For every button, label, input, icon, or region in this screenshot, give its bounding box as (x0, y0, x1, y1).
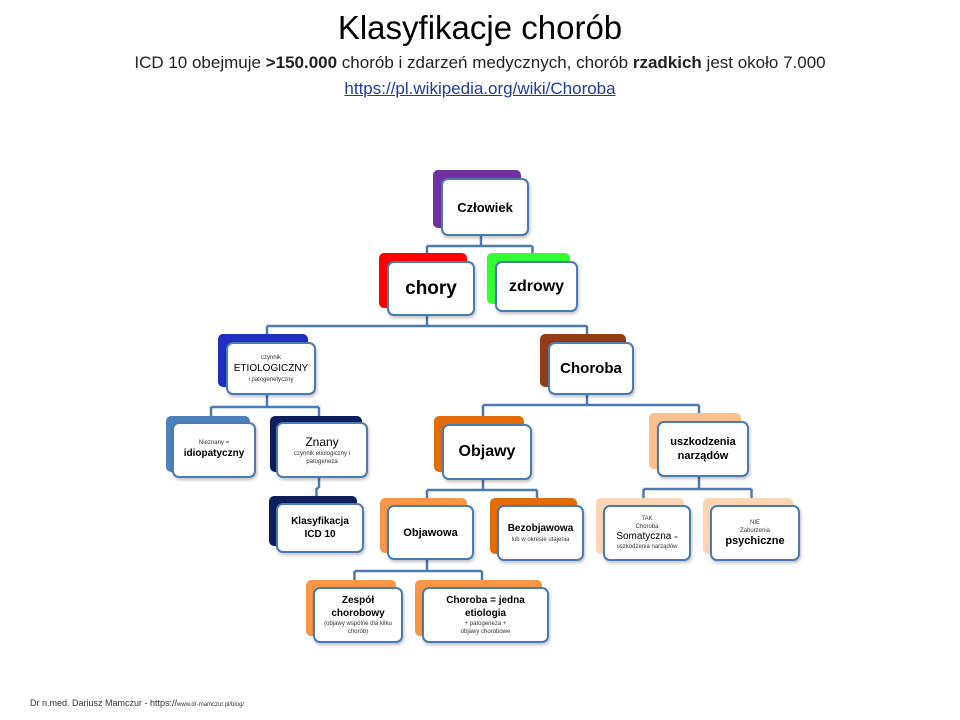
page-subtitle: ICD 10 obejmuje >150.000 chorób i zdarze… (134, 53, 826, 72)
connector-objawy (425, 480, 539, 498)
node-tak-small3: = (674, 535, 678, 541)
node-objawy[interactable]: Objawy (434, 416, 532, 480)
node-znany-small: czynnik etiologiczny i patogeneza (293, 450, 351, 465)
node-etiologiczny-small1: czynnik (260, 354, 281, 361)
node-bezobjawowa-label: Bezobjawowa (507, 523, 574, 534)
connector-chory (265, 316, 589, 334)
node-jedna-small1: + patogeneza + (464, 621, 507, 627)
connector-objawowa (353, 560, 484, 580)
node-etiologiczny[interactable]: czynnik ETIOLOGICZNY i patogenetyczny (218, 334, 316, 395)
node-czlowiek-label: Człowiek (457, 199, 513, 215)
node-znany[interactable]: Znany czynnik etiologiczny i patogeneza (270, 416, 368, 478)
node-bezobjawowa[interactable]: Bezobjawowa lub w okresie utajenia (490, 498, 584, 561)
node-choroba-label: Choroba (560, 360, 622, 377)
node-tak-small2: Choroba (635, 524, 659, 530)
node-uszkodzenia-label: uszkodzenia narządów (670, 436, 736, 462)
connector-uszkodzenia (642, 477, 753, 498)
node-tak-small4: uszkodzenia narządów (616, 544, 678, 550)
node-niezany-label: idiopatyczny (183, 448, 245, 459)
node-objawowa[interactable]: Objawowa (380, 498, 474, 560)
footer-author: Dr n.med. Dariusz Mamczur - https:// (30, 698, 178, 708)
node-nie[interactable]: NIE Zaburzenia psychiczne (703, 498, 800, 561)
node-nie-small2: Zaburzenia (739, 527, 771, 534)
node-zespol[interactable]: Zespół chorobowy (objawy wspólne dla kil… (306, 580, 403, 643)
footer: Dr n.med. Dariusz Mamczur - https://www.… (30, 698, 244, 708)
connector-czlowiek (425, 236, 534, 253)
node-etiologiczny-label: ETIOLOGICZNY (233, 362, 309, 374)
node-uszkodzenia[interactable]: uszkodzenia narządów (649, 413, 749, 477)
footer-url[interactable]: www.dr-mamczur.pl/blog/ (177, 702, 245, 708)
node-nie-small1: NIE (749, 519, 760, 526)
node-klasyfikacja-label: Klasyfikacja ICD 10 (291, 516, 349, 540)
connector-choroba (481, 395, 701, 416)
node-tak-small1: TAK (641, 516, 653, 522)
node-zespol-small: (objawy wspólne dla kilku chorób) (324, 621, 392, 635)
page-title: Klasyfikacje chorób (337, 9, 623, 46)
node-tak-label: Somatyczna (616, 531, 672, 542)
node-choroba[interactable]: Choroba (540, 334, 634, 395)
node-jedna-label: Choroba = jedna etiologia (446, 595, 525, 619)
connector-znany (315, 478, 321, 496)
node-jedna[interactable]: Choroba = jedna etiologia + patogeneza +… (415, 580, 549, 643)
wikipedia-link[interactable]: https://pl.wikipedia.org/wiki/Choroba (344, 79, 616, 98)
node-etiologiczny-small2: i patogenetyczny (248, 376, 294, 383)
node-chory-label: chory (405, 277, 457, 299)
node-znany-label: Znany (305, 434, 339, 449)
node-zdrowy-label: zdrowy (508, 277, 565, 295)
node-czlowiek[interactable]: Człowiek (433, 170, 529, 236)
node-niezany-small: Nieznany = (198, 440, 230, 446)
wikipedia-link-row: https://pl.wikipedia.org/wiki/Choroba (0, 78, 960, 100)
node-objawowa-label: Objawowa (403, 526, 458, 539)
node-chory[interactable]: chory (379, 253, 475, 316)
node-klasyfikacja[interactable]: Klasyfikacja ICD 10 (269, 496, 364, 553)
node-objawy-label: Objawy (458, 443, 516, 460)
node-tak[interactable]: TAK Choroba Somatyczna = uszkodzenia nar… (596, 498, 691, 561)
connector-etiologiczny (209, 395, 321, 416)
node-zdrowy[interactable]: zdrowy (487, 253, 578, 312)
node-bezobjawowa-small: lub w okresie utajenia (511, 537, 570, 543)
node-zespol-label: Zespół chorobowy (331, 595, 385, 619)
node-nie-label: psychiczne (725, 534, 785, 547)
node-niezany[interactable]: Nieznany = idiopatyczny (166, 416, 256, 478)
node-jedna-small2: objawy chorobowe (460, 629, 511, 635)
